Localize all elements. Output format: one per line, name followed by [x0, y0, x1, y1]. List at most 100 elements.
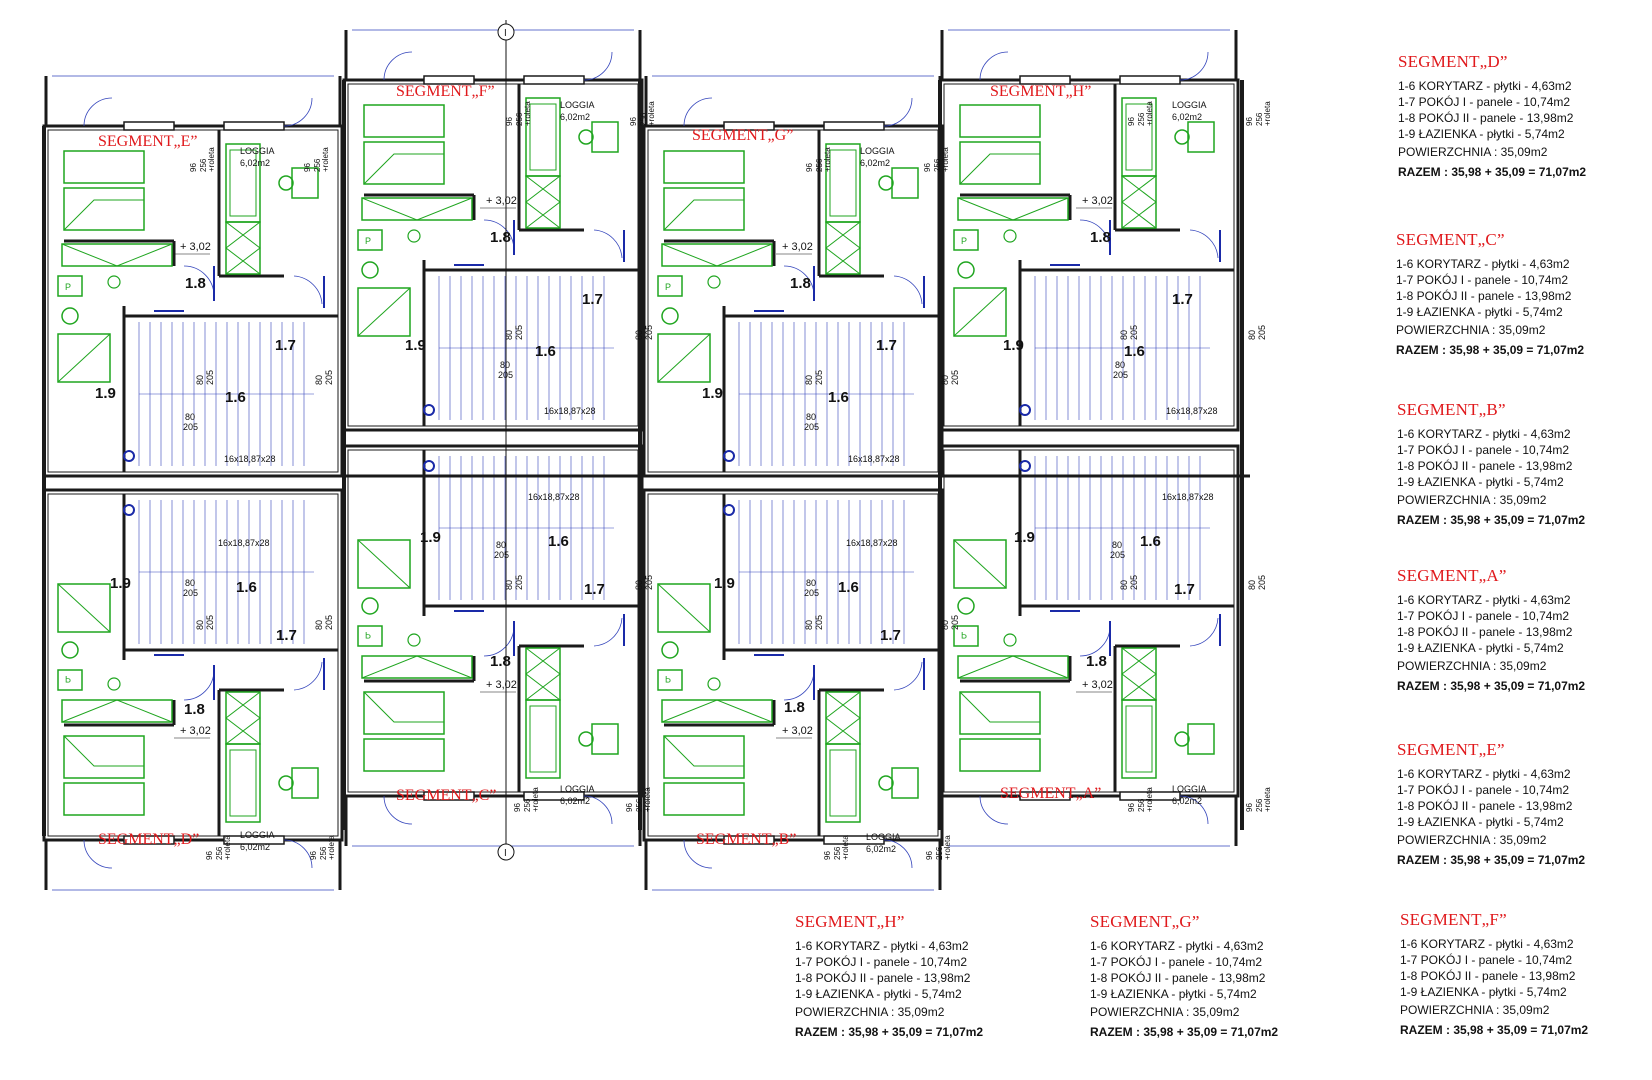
chair — [278, 175, 294, 191]
legend-line: 1-6 KORYTARZ - płytki - 4,63m2 — [1396, 257, 1570, 271]
legend-title: SEGMENT„G” — [1090, 912, 1200, 931]
loggia-area: 6,02m2 — [1172, 112, 1202, 122]
shower — [357, 539, 411, 589]
door-height: 205 — [950, 615, 960, 630]
door-height: 205 — [814, 615, 824, 630]
loggia-area: 6,02m2 — [560, 796, 590, 806]
loggia-area: 6,02m2 — [866, 844, 896, 854]
legend-area: POWIERZCHNIA : 35,09m2 — [1397, 493, 1547, 507]
legend-segment-g: SEGMENT„G” 1-6 KORYTARZ - płytki - 4,63m… — [1090, 912, 1278, 1040]
door-height: 205 — [1257, 575, 1267, 590]
wardrobe-x — [1121, 647, 1157, 701]
door-width: 80 — [314, 375, 324, 385]
legend-area: POWIERZCHNIA : 35,09m2 — [795, 1005, 945, 1019]
legend-area: POWIERZCHNIA : 35,09m2 — [1398, 145, 1548, 159]
roleta-label: +roleta — [941, 147, 950, 172]
desk — [591, 723, 619, 755]
chimney-icon — [1019, 460, 1031, 472]
door-swing — [1179, 51, 1209, 81]
window-dim: 256 — [199, 158, 208, 172]
roleta-label: +roleta — [841, 835, 850, 860]
legend-line: 1-8 POKÓJ II - panele - 13,98m2 — [795, 971, 971, 985]
window-dim: 96 — [505, 117, 514, 126]
window — [423, 75, 475, 85]
wardrobe-x — [61, 243, 173, 267]
wardrobe — [825, 221, 861, 275]
p-symbol: P — [665, 674, 671, 684]
bed — [63, 735, 145, 779]
loggia-label: LOGGIA — [866, 832, 901, 842]
chimney-icon — [423, 404, 435, 416]
door-width: 80 — [185, 578, 195, 588]
outer-wall — [342, 444, 644, 798]
wardrobe — [525, 647, 561, 701]
window-dim: 96 — [823, 851, 832, 860]
inner-wall-line — [47, 493, 339, 837]
loggia-area: 6,02m2 — [1172, 796, 1202, 806]
window-dim: 96 — [805, 163, 814, 172]
wardrobe-x — [525, 175, 561, 229]
p-symbol: P — [665, 282, 671, 292]
loggia-label: LOGGIA — [240, 146, 275, 156]
wardrobe — [225, 691, 261, 745]
legend-title: SEGMENT„H” — [795, 912, 905, 931]
wardrobe-x — [61, 699, 173, 723]
legend-title: SEGMENT„F” — [1400, 910, 1507, 929]
door-swing — [383, 795, 413, 825]
level-mark: + 3,02 — [1082, 679, 1113, 691]
door-swing — [893, 661, 923, 691]
bed — [663, 187, 745, 231]
sink-tap — [407, 229, 421, 243]
room-number: 1.9 — [420, 529, 441, 546]
roleta-label: +roleta — [1145, 787, 1154, 812]
segment-unit: P — [42, 488, 344, 891]
segment-label: SEGMENT„H” — [990, 83, 1091, 100]
room-number: 1.6 — [828, 389, 849, 406]
segment-label: SEGMENT„C” — [396, 787, 496, 804]
window-dim: 256 — [1137, 112, 1146, 126]
room-number: 1.7 — [1172, 291, 1193, 308]
window-dim: 256 — [1137, 798, 1146, 812]
door-height: 205 — [1257, 325, 1267, 340]
door-height: 205 — [804, 588, 819, 598]
window-dim: 96 — [625, 803, 634, 812]
inner-wall-line — [943, 449, 1235, 793]
door-height: 205 — [324, 370, 334, 385]
shower-line — [657, 333, 711, 383]
bed — [225, 743, 261, 823]
wardrobe-x — [361, 655, 473, 679]
outer-wall — [642, 124, 944, 478]
loggia-area: 6,02m2 — [240, 842, 270, 852]
window-dim: 256 — [215, 846, 224, 860]
roleta-label: +roleta — [943, 835, 952, 860]
door-swing — [683, 839, 713, 869]
door-swing — [979, 795, 1009, 825]
shower — [953, 539, 1007, 589]
window-dim: 256 — [815, 158, 824, 172]
door-height: 205 — [205, 615, 215, 630]
window-dim: 256 — [523, 798, 532, 812]
wardrobe — [525, 175, 561, 229]
p-symbol: P — [65, 282, 71, 292]
bed — [1121, 699, 1157, 779]
window — [123, 121, 175, 131]
section-mark-label: I — [504, 28, 507, 39]
window — [423, 791, 475, 801]
window-dim: 96 — [303, 163, 312, 172]
shower-line — [953, 539, 1007, 589]
shower-line — [357, 287, 411, 337]
room-number: 1.8 — [784, 699, 805, 716]
roleta-label: +roleta — [523, 101, 532, 126]
door-height: 205 — [950, 370, 960, 385]
window-dim: 96 — [923, 163, 932, 172]
legend-line: 1-9 ŁAZIENKA - płytki - 5,74m2 — [1090, 987, 1257, 1001]
loggia-area: 6,02m2 — [240, 158, 270, 168]
legend-segment-a: SEGMENT„A” 1-6 KORYTARZ - płytki - 4,63m… — [1397, 566, 1585, 694]
section-marker-bottom — [497, 843, 515, 861]
window-dim: 96 — [1245, 117, 1254, 126]
chair — [878, 775, 894, 791]
stair-label: 16x18,87x28 — [846, 538, 898, 548]
chair — [1174, 129, 1190, 145]
sink-tap — [107, 677, 121, 691]
outer-wall — [938, 78, 1240, 432]
